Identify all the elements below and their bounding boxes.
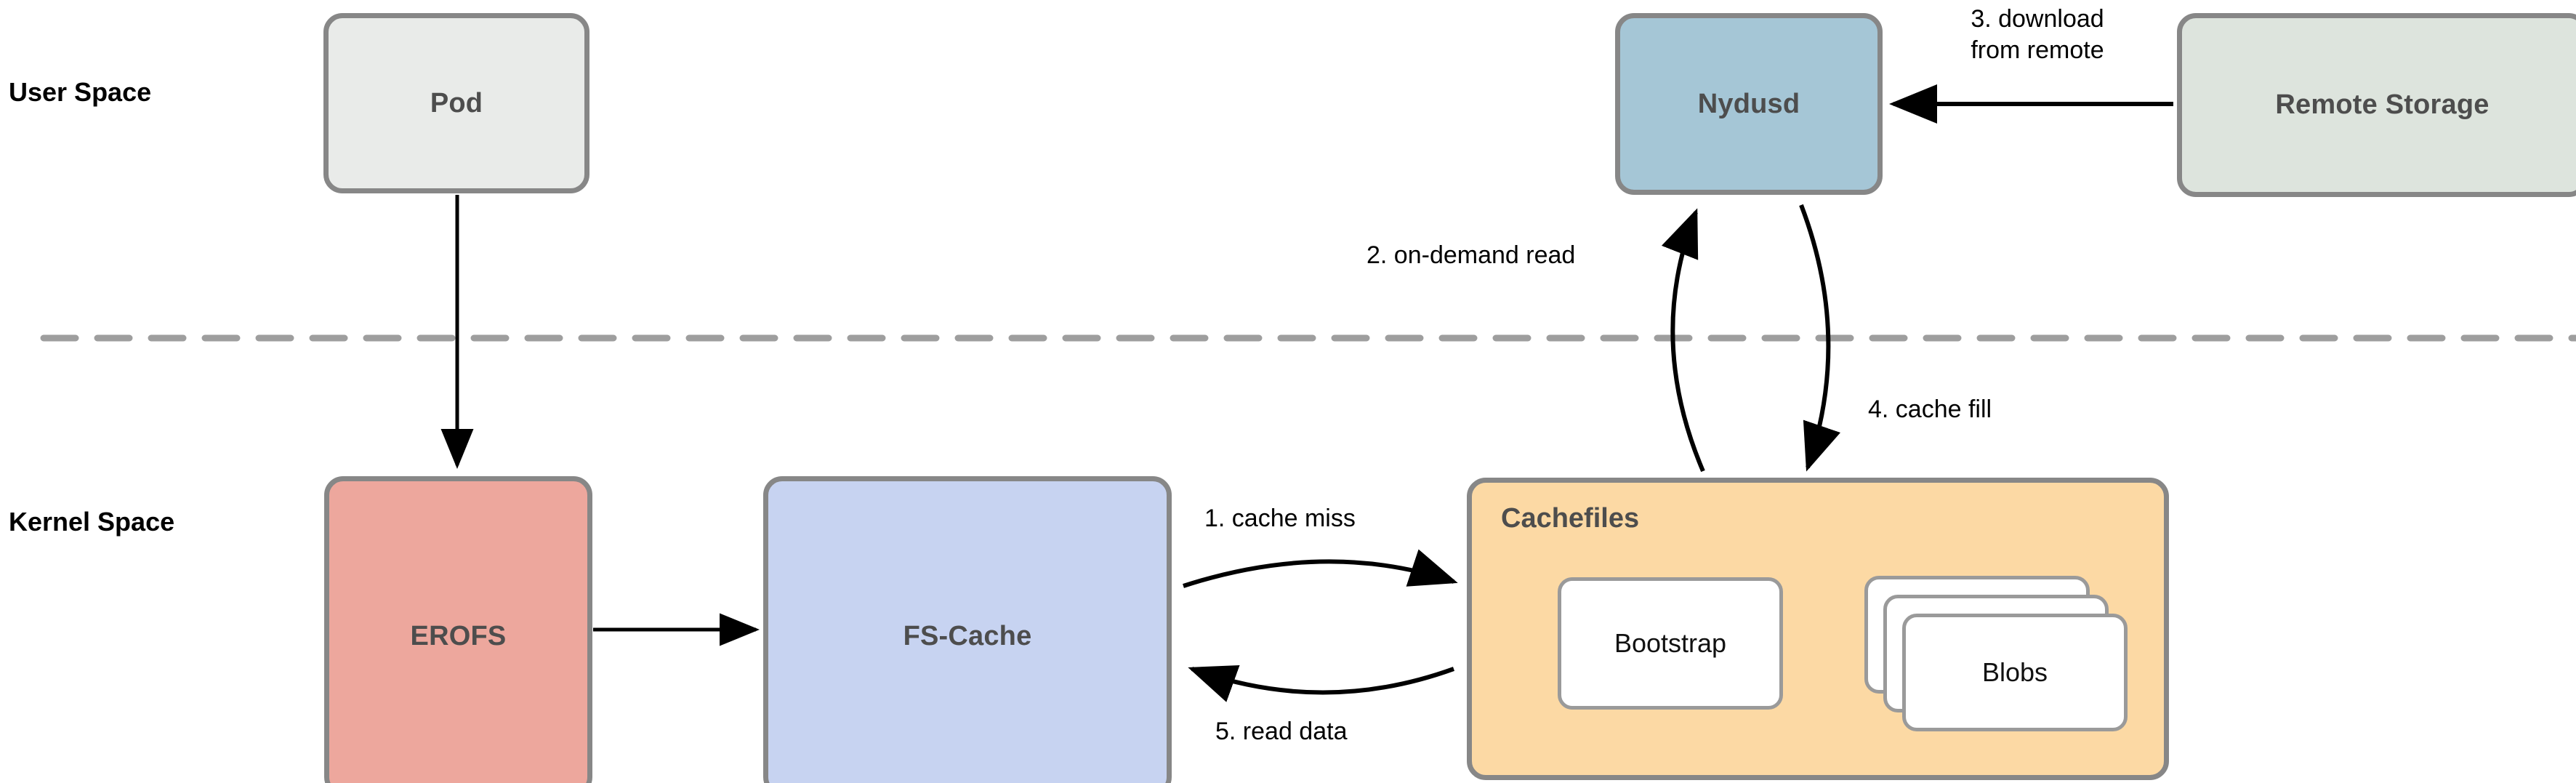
- node-remote-storage-label: Remote Storage: [2275, 89, 2490, 120]
- card-blob-front[interactable]: Blobs: [1902, 614, 2128, 731]
- edge-cachefiles-to-fscache: [1188, 664, 1455, 702]
- node-pod[interactable]: Pod: [323, 13, 589, 193]
- edge-label-on-demand-read: 2. on-demand read: [1367, 241, 1576, 269]
- node-erofs[interactable]: EROFS: [324, 476, 592, 783]
- node-erofs-label: EROFS: [410, 620, 507, 651]
- region-label-kernel-space: Kernel Space: [9, 507, 175, 537]
- edge-label-download-from-remote: 3. download from remote: [1917, 4, 2157, 65]
- node-cachefiles-label: Cachefiles: [1501, 503, 1640, 534]
- card-bootstrap[interactable]: Bootstrap: [1558, 577, 1783, 710]
- node-pod-label: Pod: [430, 87, 483, 119]
- edge-label-cache-fill: 4. cache fill: [1868, 395, 1992, 423]
- node-nydusd-label: Nydusd: [1697, 88, 1800, 119]
- edge-label-download-line1: 3. download: [1971, 5, 2104, 33]
- edge-cachefiles-to-nydusd: [1661, 208, 1705, 473]
- edge-label-download-line2: from remote: [1971, 36, 2104, 64]
- card-blobs-label: Blobs: [1981, 657, 2048, 687]
- node-cachefiles[interactable]: Cachefiles Bootstrap Blobs: [1467, 478, 2169, 780]
- node-remote-storage[interactable]: Remote Storage: [2177, 13, 2576, 197]
- edge-label-cache-miss: 1. cache miss: [1204, 505, 1356, 532]
- edge-fscache-to-cachefiles: [1183, 549, 1458, 588]
- region-label-user-space: User Space: [9, 77, 152, 107]
- card-blobs-stack[interactable]: Blobs: [1864, 576, 2133, 731]
- node-nydusd[interactable]: Nydusd: [1615, 13, 1883, 195]
- node-fs-cache-label: FS-Cache: [903, 620, 1032, 651]
- card-bootstrap-label: Bootstrap: [1614, 628, 1727, 658]
- edge-nydusd-to-cachefiles: [1799, 204, 1840, 472]
- edge-label-read-data: 5. read data: [1215, 718, 1348, 745]
- node-fs-cache[interactable]: FS-Cache: [763, 476, 1172, 783]
